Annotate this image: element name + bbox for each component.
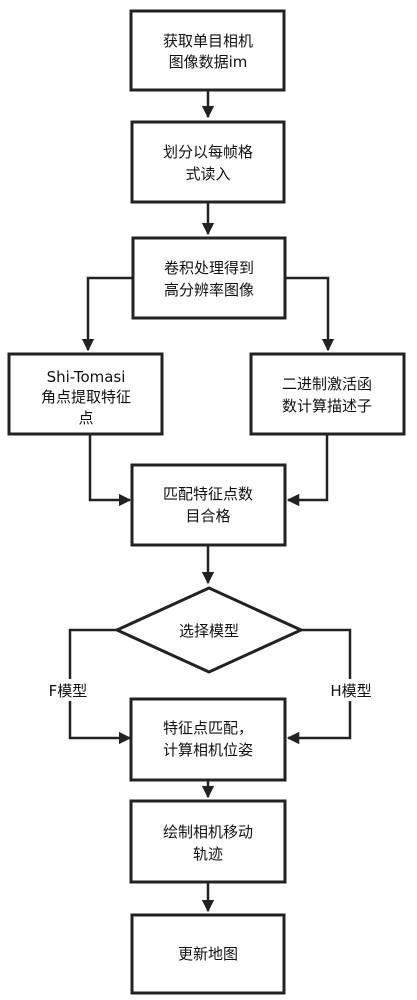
label-h-model: H模型 [330,682,371,700]
node-divide-frames-line1: 划分以每帧格 [163,143,253,161]
node-shi-tomasi-line2: 角点提取特征 [41,388,131,406]
node-binary-activation: 二进制激活函 数计算描述子 [249,352,406,436]
edge-binary-to-match [286,434,329,507]
node-shi-tomasi-line1: Shi-Tomasi [47,368,126,386]
label-f-model: F模型 [49,682,88,700]
node-divide-frames-line2: 式读入 [185,165,230,183]
node-draw-trajectory: 绘制相机移动 轨迹 [129,799,287,884]
node-convolution-line1: 卷积处理得到 [164,259,254,277]
node-divide-frames: 划分以每帧格 式读入 [130,120,286,204]
node-select-model-label: 选择模型 [179,622,239,640]
node-acquire-image-line2: 图像数据im [169,53,248,71]
node-acquire-image-line1: 获取单目相机 [163,32,253,50]
node-shi-tomasi: Shi-Tomasi 角点提取特征 点 [7,352,164,436]
node-acquire-image: 获取单目相机 图像数据im [129,9,286,92]
edge-shi-tomasi-to-match [88,434,132,507]
node-match-check-line2: 目合格 [185,507,230,525]
node-match-check: 匹配特征点数 目合格 [130,463,287,547]
node-binary-activation-line1: 二进制激活函 [282,375,372,393]
node-pose-line1: 特征点匹配， [163,719,253,737]
node-convolution: 卷积处理得到 高分辨率图像 [131,236,287,320]
edge-convolution-to-binary [285,276,335,352]
node-pose: 特征点匹配， 计算相机位姿 [129,697,287,782]
node-update-map-label: 更新地图 [178,945,238,963]
node-match-check-line1: 匹配特征点数 [163,485,253,503]
node-draw-trajectory-line2: 轨迹 [193,845,223,863]
node-select-model: 选择模型 [113,586,305,674]
edge-convolution-to-shi-tomasi [81,276,133,352]
node-binary-activation-line2: 数计算描述子 [282,397,372,415]
node-pose-line2: 计算相机位姿 [163,741,253,759]
node-convolution-line2: 高分辨率图像 [164,281,254,299]
node-draw-trajectory-line1: 绘制相机移动 [163,823,253,841]
node-update-map: 更新地图 [130,913,286,995]
node-shi-tomasi-line3: 点 [78,409,93,427]
